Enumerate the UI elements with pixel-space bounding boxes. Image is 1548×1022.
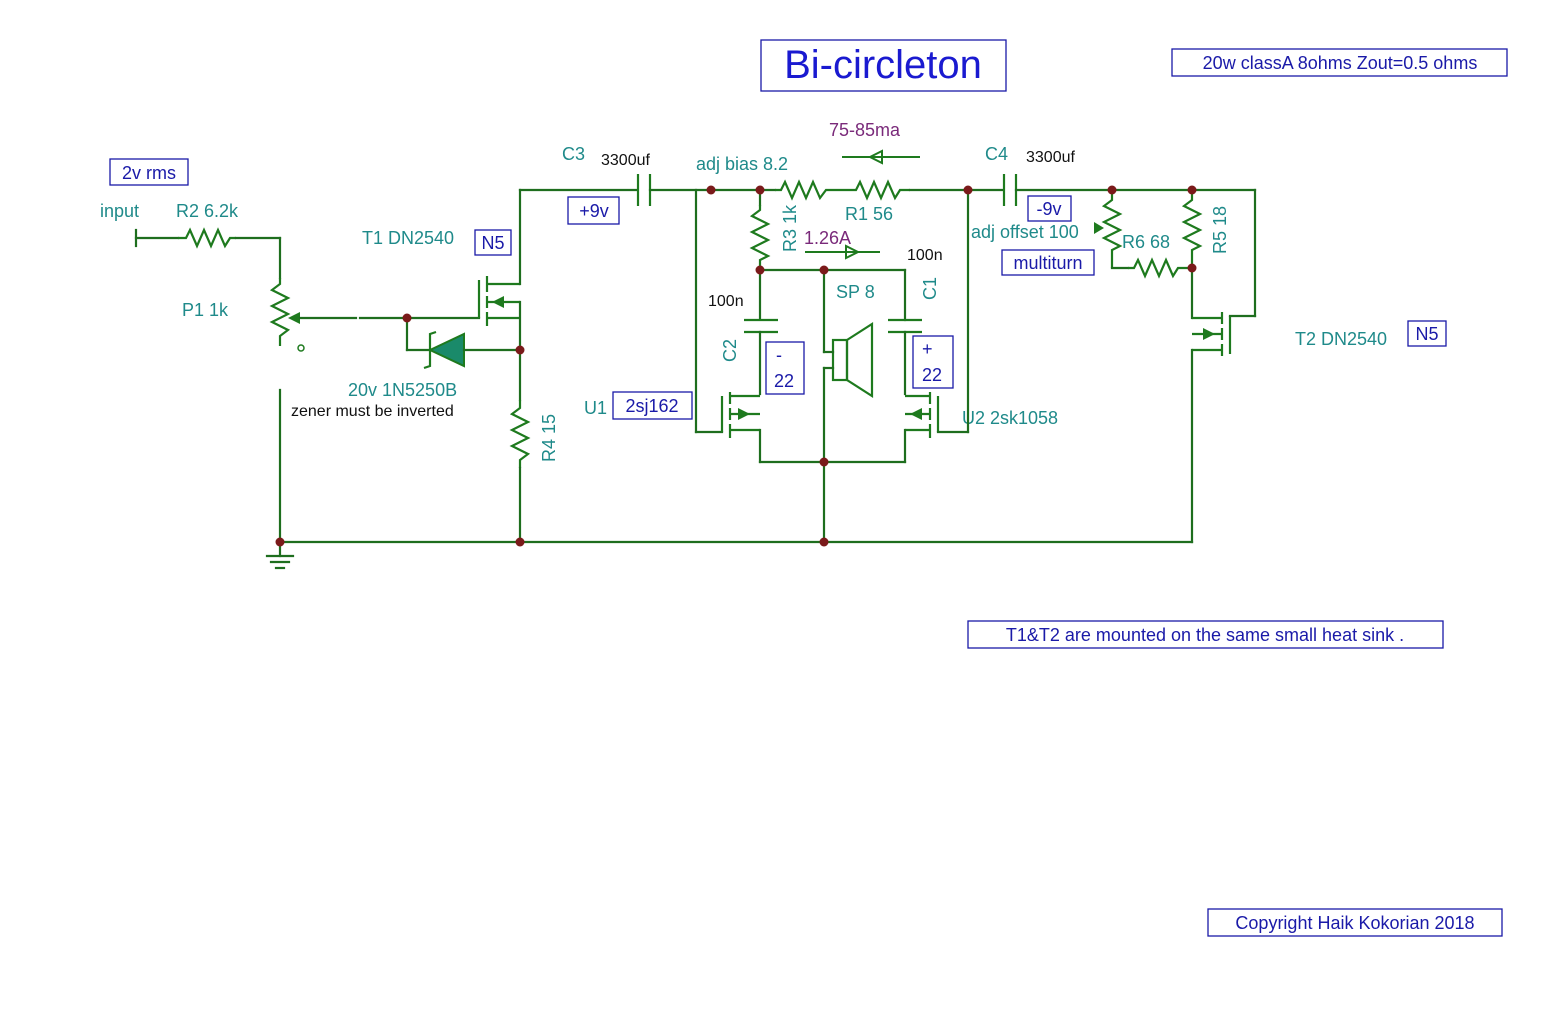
- r2-label: R2 6.2k: [176, 201, 239, 221]
- p1-label: P1 1k: [182, 300, 229, 320]
- adj-offset-label: adj offset 100: [971, 222, 1079, 242]
- r4-label: R4 15: [539, 414, 559, 462]
- c3-capacitor: [636, 174, 652, 206]
- u2-label: U2 2sk1058: [962, 408, 1058, 428]
- r2-resistor: [178, 227, 236, 249]
- c2-value: 100n: [708, 293, 744, 310]
- svg-text:2v rms: 2v rms: [122, 163, 176, 183]
- heatsink-note: T1&T2 are mounted on the same small heat…: [967, 620, 1444, 649]
- t1-label: T1 DN2540: [362, 228, 454, 248]
- t1-mosfet: [477, 276, 520, 326]
- svg-text:22: 22: [922, 365, 942, 385]
- c2-capacitor: [744, 318, 778, 334]
- c1-label: C1: [920, 277, 940, 300]
- svg-text:+: +: [922, 339, 933, 359]
- adj-bias-label: adj bias 8.2: [696, 154, 788, 174]
- p1-potentiometer: [269, 278, 291, 346]
- input-terminal: [134, 228, 180, 248]
- adj-offset-resistor: [1101, 190, 1123, 268]
- r1-label: R1 56: [845, 204, 893, 224]
- c2-label: C2: [720, 339, 740, 362]
- zener-note: zener must be inverted: [291, 403, 454, 420]
- svg-text:-9v: -9v: [1036, 199, 1061, 219]
- r5-resistor: [1181, 190, 1203, 268]
- svg-text:N5: N5: [481, 233, 504, 253]
- c3-voltage: +9v: [567, 196, 620, 225]
- svg-text:multiturn: multiturn: [1013, 253, 1082, 273]
- svg-text:2sj162: 2sj162: [625, 396, 678, 416]
- junction-dots: [275, 185, 1197, 547]
- input-label: input: [100, 201, 139, 221]
- r5-label: R5 18: [1210, 206, 1230, 254]
- bias-current: 75-85ma: [829, 120, 901, 140]
- c4-voltage: -9v: [1027, 195, 1072, 222]
- svg-text:N5: N5: [1415, 324, 1438, 344]
- adj-offset-arrow: [1094, 222, 1104, 234]
- c4-label: C4: [985, 144, 1008, 164]
- svg-text:+9v: +9v: [579, 201, 609, 221]
- sp-label: SP 8: [836, 282, 875, 302]
- c1-capacitor: [888, 318, 922, 334]
- copyright: Copyright Haik Kokorian 2018: [1207, 908, 1503, 937]
- r6-label: R6 68: [1122, 232, 1170, 252]
- title-box: Bi-circleton: [760, 39, 1007, 92]
- speaker-icon: [831, 321, 874, 399]
- u1-mosfet: [720, 392, 760, 438]
- title: Bi-circleton: [784, 43, 982, 87]
- c3-value: 3300uf: [601, 152, 650, 169]
- spec-note-text: 20w classA 8ohms Zout=0.5 ohms: [1203, 53, 1478, 73]
- c1-value: 100n: [907, 247, 943, 264]
- t2-mosfet: [1192, 312, 1232, 356]
- svg-text:-: -: [776, 345, 782, 365]
- c4-capacitor: [1002, 174, 1018, 206]
- heatsink-note-text: T1&T2 are mounted on the same small heat…: [1006, 625, 1404, 645]
- spec-note: 20w classA 8ohms Zout=0.5 ohms: [1171, 48, 1508, 77]
- r4-resistor: [509, 400, 531, 468]
- adj-bias-resistor: [775, 179, 848, 201]
- speaker-current: 1.26A: [804, 228, 851, 248]
- p1-wiper-arrow: [288, 312, 300, 324]
- c4-value: 3300uf: [1026, 149, 1075, 166]
- t2-label: T2 DN2540: [1295, 329, 1387, 349]
- c3-label: C3: [562, 144, 585, 164]
- t1-package: N5: [474, 229, 512, 256]
- r6-resistor: [1128, 257, 1192, 279]
- multiturn-box: multiturn: [1001, 249, 1095, 276]
- c1-voltage: + 22: [912, 335, 954, 389]
- u2-mosfet: [905, 392, 940, 438]
- speaker-current-arrow: [805, 244, 880, 260]
- r1-resistor: [848, 179, 910, 201]
- p1-terminal: [297, 344, 305, 352]
- bias-current-arrow: [842, 149, 920, 165]
- zener-label: 20v 1N5250B: [348, 380, 457, 400]
- input-level: 2v rms: [109, 158, 189, 186]
- t2-package: N5: [1407, 320, 1447, 347]
- r3-resistor: [749, 205, 771, 270]
- u1-part: 2sj162: [612, 391, 693, 420]
- copyright-text: Copyright Haik Kokorian 2018: [1235, 913, 1474, 933]
- u1-label: U1: [584, 398, 607, 418]
- c2-voltage: - 22: [765, 341, 805, 395]
- svg-text:22: 22: [774, 371, 794, 391]
- r3-label: R3 1k: [780, 204, 800, 252]
- zener-diode: [423, 330, 465, 370]
